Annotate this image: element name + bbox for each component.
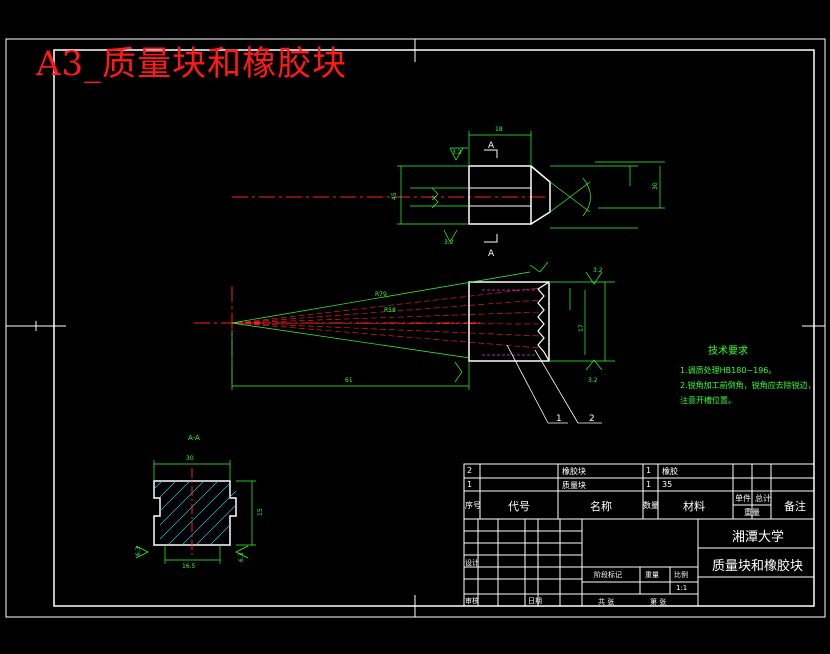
design-label: 设计 [465,559,479,567]
part-row-no: 2 [467,466,473,475]
part-row-name: 橡胶块 [562,467,586,476]
section-title: A-A [188,434,200,442]
part-row-qty: 1 [646,480,652,489]
section-marker-bottom: A [488,249,495,259]
part-row-name: 质量块 [562,481,586,490]
outer-border [5,38,826,618]
dim-block-height: 17 [578,324,585,332]
dim-section-width: 30 [186,455,194,462]
top-view [232,131,665,243]
dim-span-length: 61 [345,377,353,384]
part-row-qty: 1 [646,466,652,475]
dim-section-bottom: 16.5 [182,563,196,570]
header-total: 总计 [755,494,771,503]
header-name: 名称 [590,500,612,513]
title-block [463,463,815,607]
dim-roughness-mid: 3.2 [593,267,603,274]
dim-radius-long: R79 [375,291,387,298]
stage-label: 阶段标记 [594,571,622,579]
dim-left-height: 45 [391,192,398,200]
middle-view [194,261,615,424]
sheet-count: 共 张 [598,598,615,606]
weight-label: 重量 [645,571,659,579]
dim-roughness-top: 3.2 [452,149,462,156]
part-row-material: 橡胶 [662,467,678,476]
check-label: 审核 [465,597,479,605]
centering-marks [6,39,825,617]
dimension-labels: 18 45 30 3.2 3.2 R79 R58 61 17 3.2 3.2 3… [135,126,659,570]
dim-section-height: 15 [257,508,264,516]
header-single: 单件 [735,494,751,503]
dim-right-height: 30 [652,182,659,190]
header-weight: 重量 [744,508,760,517]
tech-requirement-2: 2.锐角加工前倒角，锐角应去除锐边， [680,381,816,390]
header-no: 序号 [465,501,481,510]
date-label: 日期 [528,597,542,605]
part-row-no: 1 [467,480,473,489]
tech-requirements-title: 技术要求 [708,346,748,357]
scale-value: 1:1 [676,584,688,592]
tech-requirements: 技术要求 1.调质处理HB180~196。 2.锐角加工前倒角，锐角应去除锐边，… [680,344,816,408]
dim-section-rough-left: 6.3 [135,546,142,556]
dim-section-rough-right: 6.3 [238,552,245,562]
section-marker-top: A [488,141,495,151]
section-view [135,460,256,564]
dim-roughness-mid-bottom: 3.2 [588,377,598,384]
header-remark: 备注 [784,500,806,513]
inner-border [53,49,815,607]
header-code: 代号 [508,500,530,513]
callout-2: 2 [589,414,595,424]
header-material: 材料 [683,500,705,513]
dim-roughness-bottom: 3.2 [444,239,454,246]
tech-requirement-1: 1.调质处理HB180~196。 [680,366,777,375]
school-name: 湘潭大学 [732,530,785,545]
dim-radius-short: R58 [384,307,396,314]
header-qty: 数量 [643,501,659,510]
sheet-title: A3_质量块和橡胶块 [36,44,348,84]
drawing-name: 质量块和橡胶块 [712,559,804,574]
dim-top-width: 18 [495,126,503,133]
part-row-material: 35 [662,480,673,489]
callout-1: 1 [556,414,562,424]
tech-requirement-3: 注意开槽位置。 [680,396,736,405]
scale-label: 比例 [674,571,688,579]
page-number: 第 张 [650,598,667,606]
